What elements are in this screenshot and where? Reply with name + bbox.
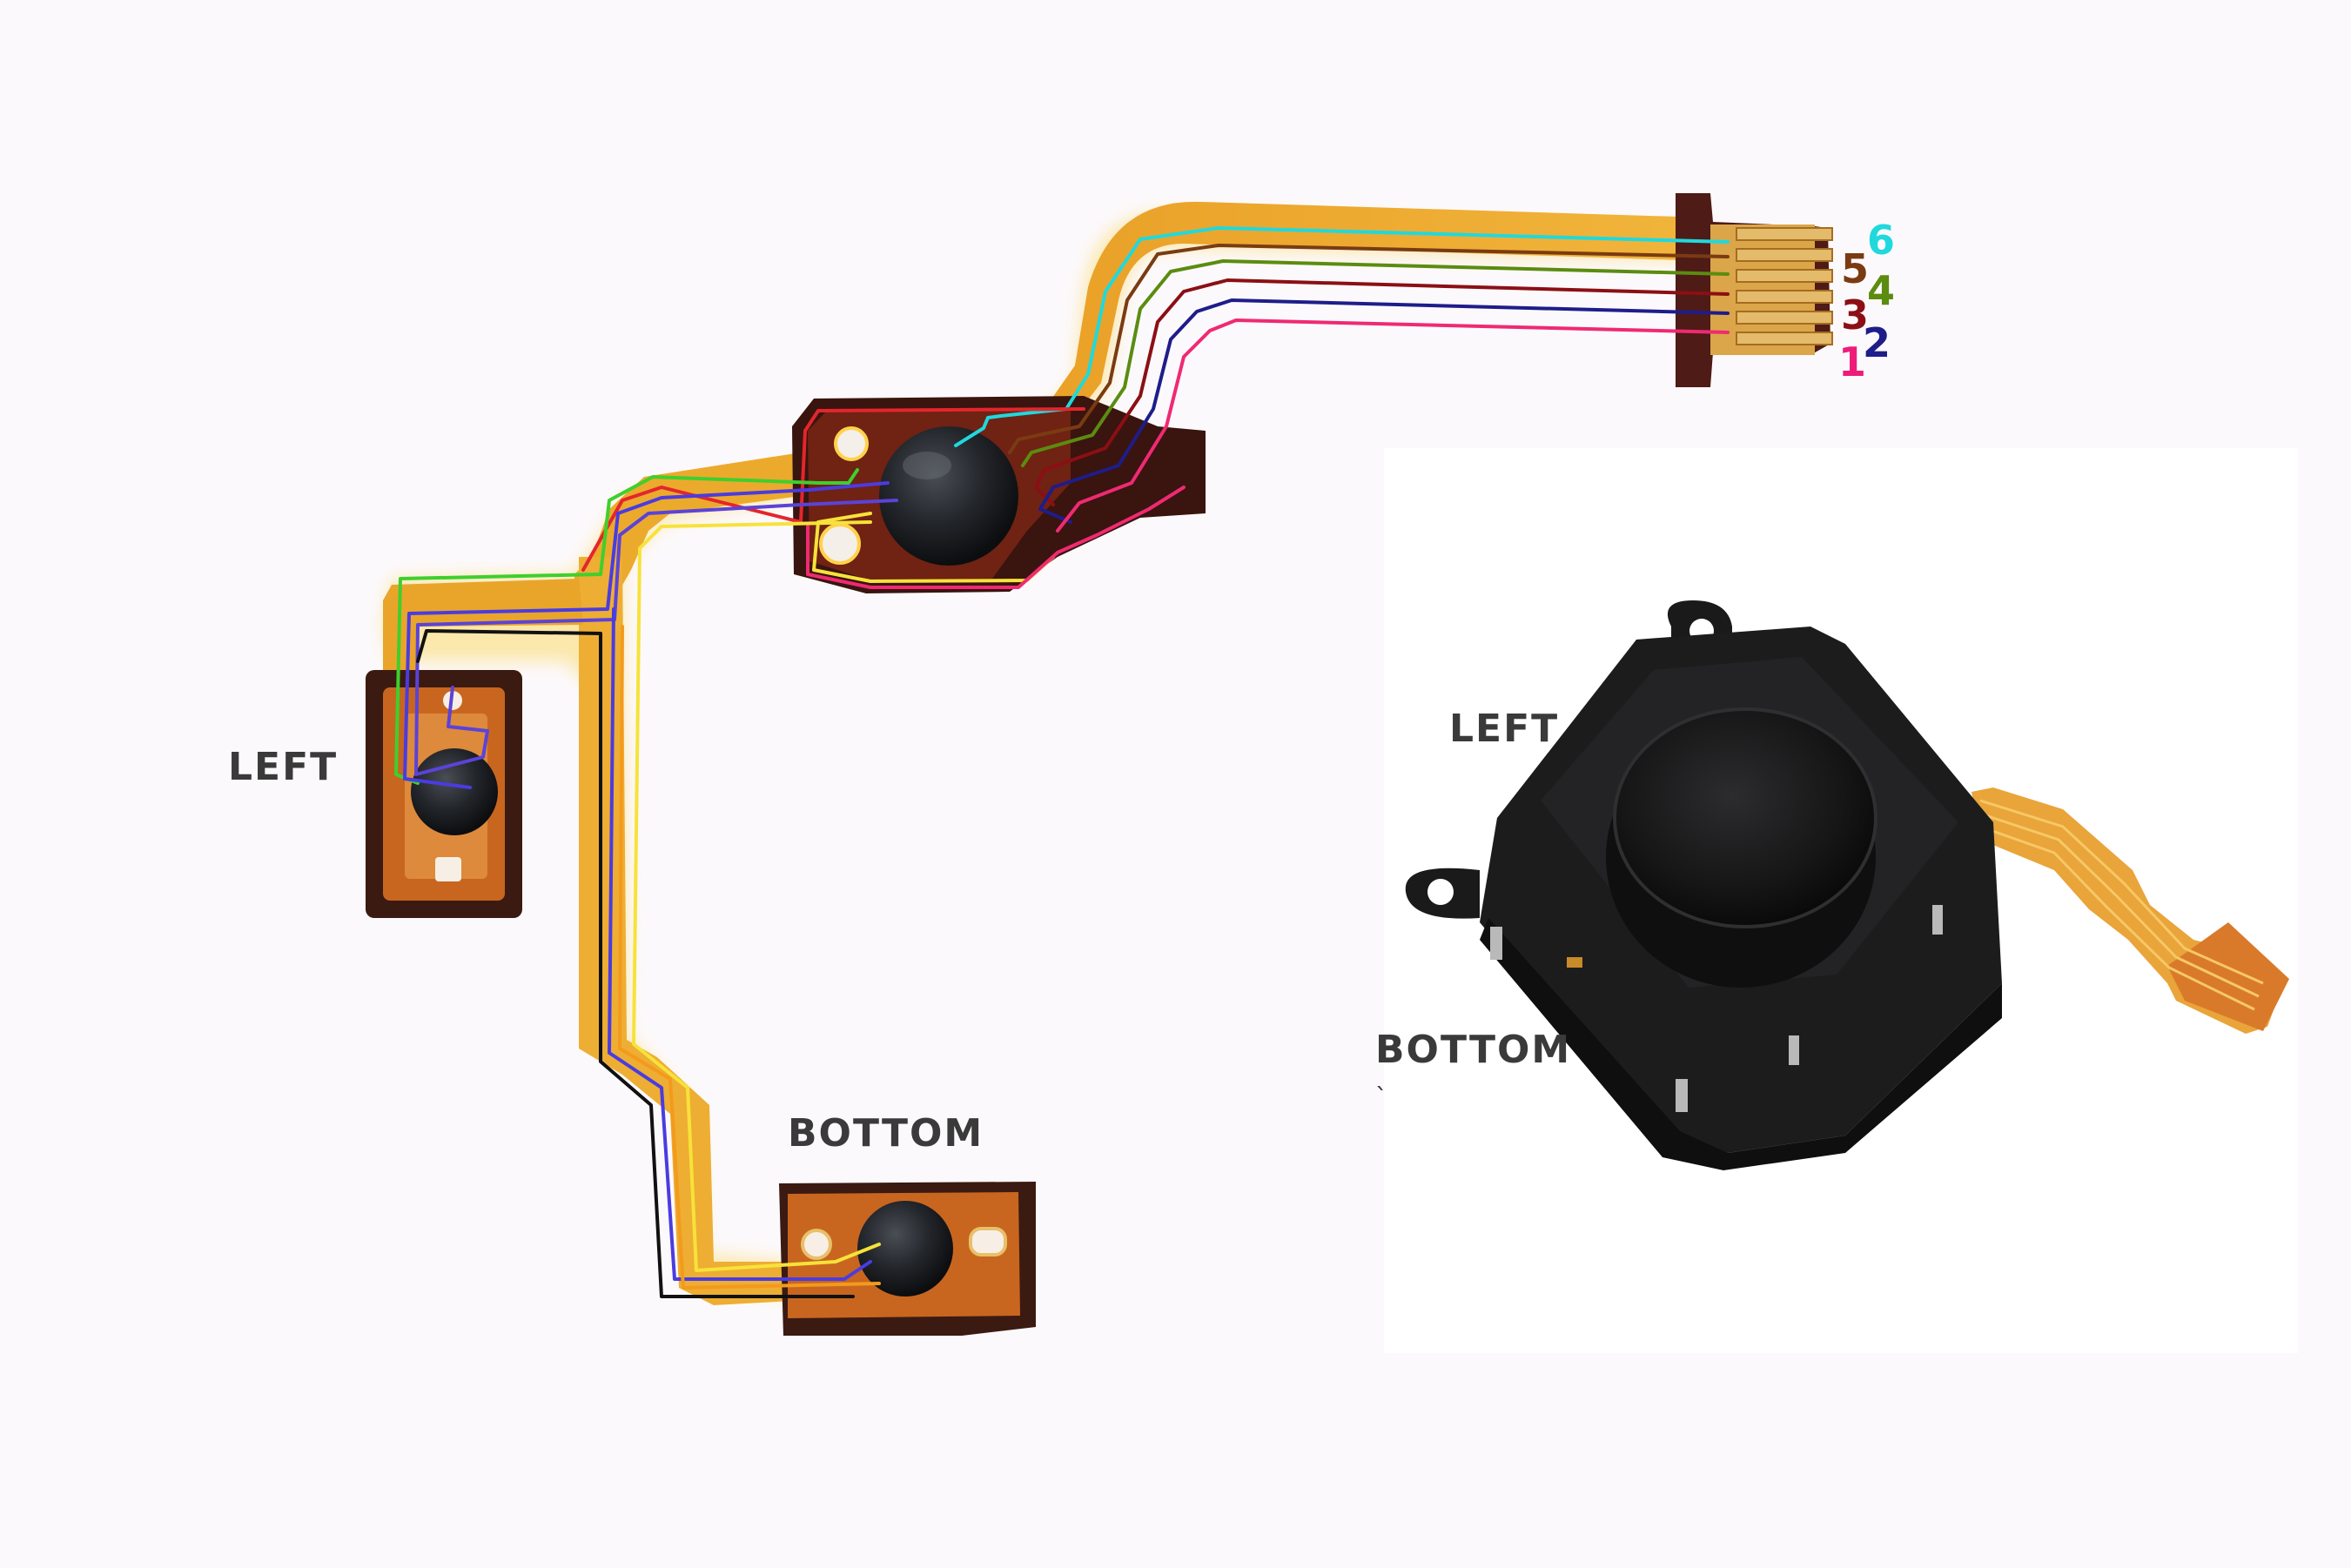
metal-clip (1567, 957, 1582, 968)
metal-clip (1789, 1035, 1799, 1065)
stick-bottom-label: BOTTOM (1375, 1028, 1571, 1072)
analog-stick-panel (1384, 448, 2298, 1353)
flex-ribbon-left-branch (383, 579, 583, 683)
pin-label-2: 2 (1863, 319, 1891, 366)
trace-vertical-yellow (632, 520, 881, 1272)
trace-pin-2 (1038, 298, 1730, 524)
trace-vertical-orange (618, 625, 881, 1290)
line (1979, 825, 2255, 1011)
stick-cap-rim (1613, 707, 1877, 928)
flex-connector (1676, 193, 1833, 387)
pin-labels: 6 5 4 3 2 1 (1838, 217, 1895, 385)
flex-ribbon-vertical (579, 557, 870, 1305)
sensor-dome-icon (879, 426, 1018, 566)
bottom-switch-pad (779, 1182, 1036, 1336)
stick-housing-side (1480, 918, 2002, 1170)
mount-slot (435, 857, 461, 881)
stick-ribbon (1971, 787, 2289, 1034)
pin-label-5: 5 (1841, 245, 1869, 292)
mount-hole (834, 426, 869, 461)
left-sensor-icon (411, 748, 498, 835)
pad (1736, 332, 1833, 345)
pad (1736, 227, 1833, 241)
mount-hole (801, 1229, 832, 1260)
trace-pin-1 (1056, 318, 1730, 533)
trace-board-blue (403, 481, 890, 789)
trace-board-green (394, 468, 859, 785)
sensor-highlight (903, 452, 951, 479)
metal-clip (1676, 1079, 1688, 1112)
pad (1736, 248, 1833, 262)
flex-cable (366, 193, 1833, 1336)
pad (1736, 290, 1833, 304)
pin-label-3: 3 (1841, 291, 1869, 338)
trace-pin-6 (954, 226, 1730, 447)
traces (394, 226, 1730, 1298)
metal-clip (1932, 905, 1943, 935)
left-switch-pad (366, 670, 522, 918)
connector-pads (1736, 227, 1833, 345)
trace-vertical-blue (608, 607, 872, 1281)
mount-ear-left-hole (1427, 879, 1454, 905)
trace-pin-5 (1008, 244, 1730, 454)
stray-tick-mark: ` (1375, 1082, 1387, 1111)
stick-left-label: LEFT (1449, 707, 1559, 751)
trace-vertical-black (416, 629, 855, 1298)
mount-hole (819, 523, 861, 565)
pin-label-1: 1 (1838, 338, 1866, 385)
stick-cap-icon (1615, 709, 1876, 927)
pin-label-6: 6 (1867, 217, 1895, 264)
flex-left-label: LEFT (228, 745, 338, 789)
pad (1736, 269, 1833, 283)
trace-pin-3 (1034, 278, 1730, 506)
trace-board-magenta (806, 486, 1186, 589)
line (1979, 812, 2260, 998)
trace-pin-4 (1021, 259, 1730, 467)
analog-stick-body (1405, 600, 2002, 1170)
stick-ribbon-lines (1979, 799, 2264, 1011)
pad (1736, 311, 1833, 325)
flex-bottom-label: BOTTOM (788, 1111, 984, 1156)
metal-clip (1490, 927, 1502, 960)
stick-ribbon-end (2167, 922, 2289, 1031)
line (1979, 799, 2264, 985)
mount-slot (969, 1227, 1007, 1256)
pin-label-4: 4 (1867, 267, 1895, 314)
bottom-sensor-icon (857, 1201, 953, 1297)
central-sensor-board (792, 396, 1206, 593)
trace-board-blue2 (414, 499, 898, 776)
